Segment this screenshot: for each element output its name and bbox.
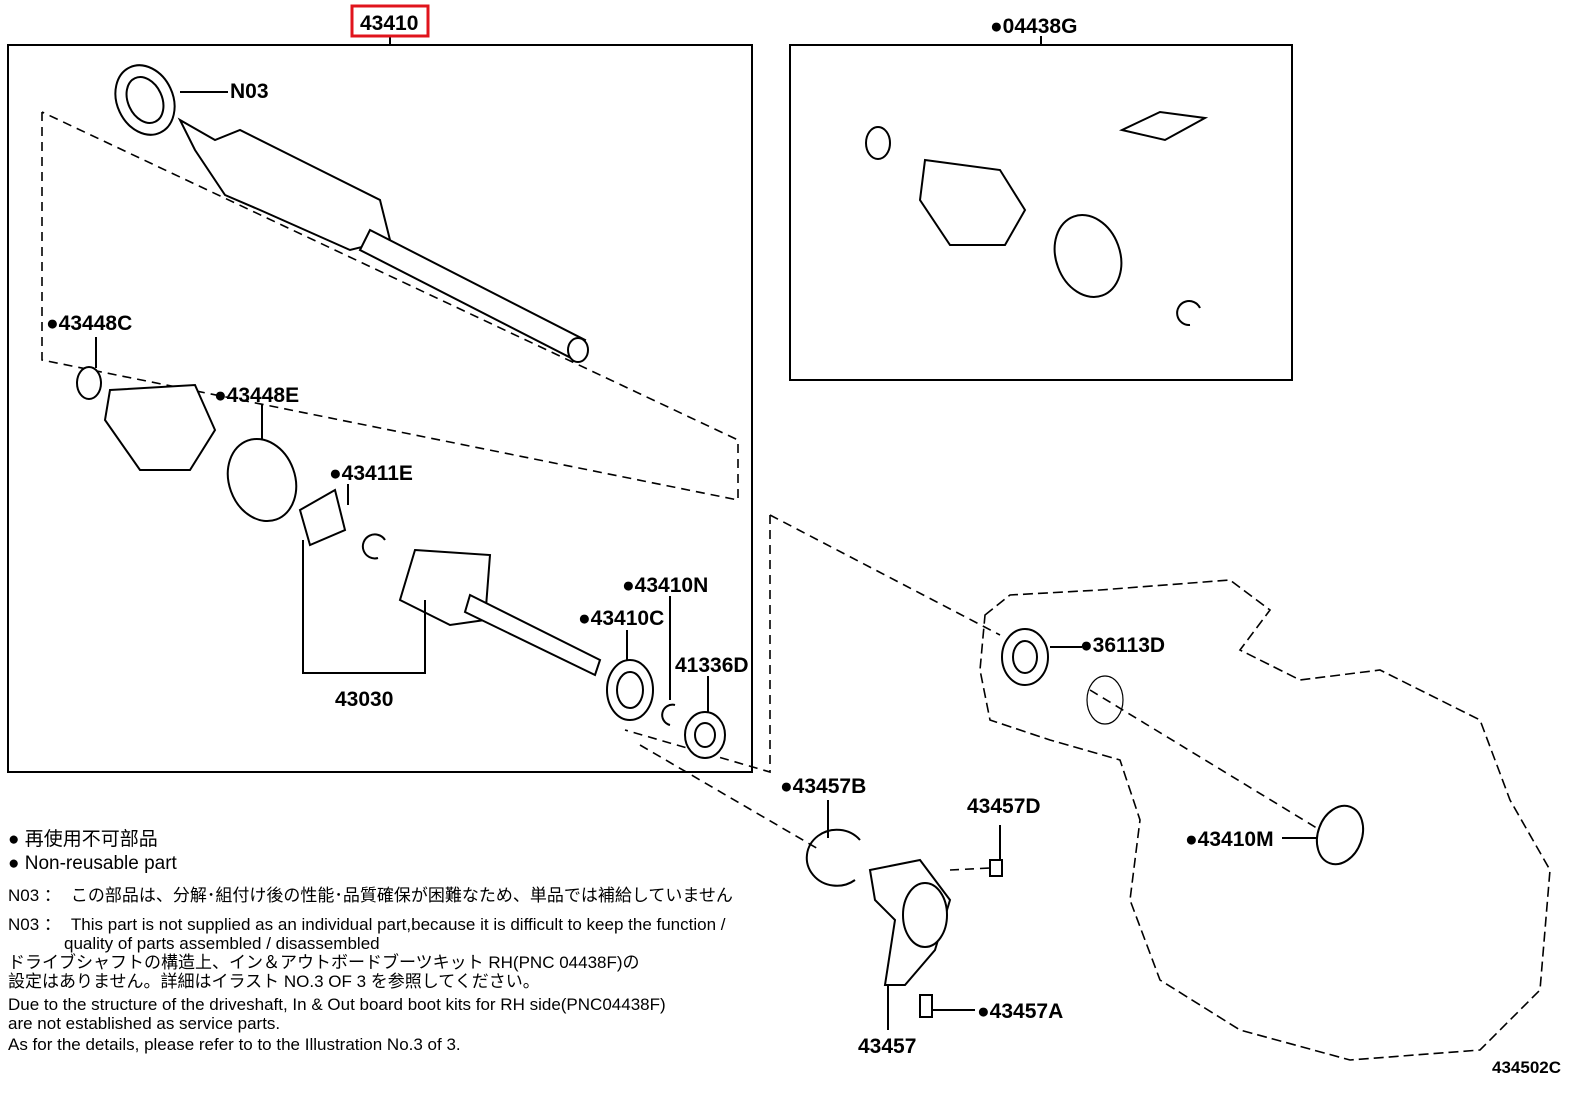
part-label-43410m[interactable]: ●43410M xyxy=(1185,828,1274,851)
n03-note-en-2: quality of parts assembled / disassemble… xyxy=(64,934,380,953)
part-label-43457[interactable]: 43457 xyxy=(858,1035,916,1058)
part-label-43410n[interactable]: ●43410N xyxy=(622,574,708,597)
part-label-43411e[interactable]: ●43411E xyxy=(329,462,413,485)
part-label-43448e[interactable]: ●43448E xyxy=(214,384,299,407)
driveshaft-assembly xyxy=(114,64,589,363)
legend-en: ● Non-reusable part xyxy=(8,853,177,874)
illustration-number: 434502C xyxy=(1492,1058,1562,1077)
rh-note-jp-1: ドライブシャフトの構造上、イン＆アウトボードブーツキット RH(PNC 0443… xyxy=(8,953,640,972)
boot-kit-parts xyxy=(865,110,1209,327)
part-label-43457a[interactable]: ●43457A xyxy=(977,1000,1063,1023)
part-label-43457d[interactable]: 43457D xyxy=(967,795,1041,818)
part-label-n03[interactable]: N03 xyxy=(230,80,269,103)
part-label-43448c[interactable]: ●43448C xyxy=(46,312,132,335)
part-label-43457b[interactable]: ●43457B xyxy=(780,775,866,798)
inboard-parts xyxy=(76,337,726,759)
n03-note-en-1: This part is not supplied as an individu… xyxy=(70,915,726,934)
part-label-43410[interactable]: 43410 xyxy=(360,12,418,35)
rh-note-en-2: are not established as service parts. xyxy=(8,1014,281,1033)
n03-note-jp: この部品は、分解･組付け後の性能･品質確保が困難なため、単品では補給していません xyxy=(70,886,733,905)
part-label-41336d[interactable]: 41336D xyxy=(675,654,749,677)
rh-note-en-3: As for the details, please refer to to t… xyxy=(8,1035,461,1054)
part-label-43030[interactable]: 43030 xyxy=(335,688,393,711)
part-label-43410c[interactable]: ●43410C xyxy=(578,607,664,630)
bracket-parts xyxy=(805,800,1003,1030)
n03-code: N03 ： xyxy=(8,886,61,905)
assembly-box xyxy=(7,44,753,773)
rh-note-en-1: Due to the structure of the driveshaft, … xyxy=(8,995,666,1014)
part-label-36113d[interactable]: ●36113D xyxy=(1080,634,1165,657)
highlight-box xyxy=(350,4,430,38)
rh-note-jp-2: 設定はありません。詳細はイラスト NO.3 OF 3 を参照してください。 xyxy=(8,972,540,991)
transaxle-outline xyxy=(979,579,1551,1061)
n03-code-en: N03 ： xyxy=(8,915,61,934)
legend-jp: ● 再使用不可部品 xyxy=(8,829,158,850)
part-label-04438g[interactable]: ●04438G xyxy=(990,15,1077,38)
boot-kit-box xyxy=(789,44,1293,381)
notes-section: ● 再使用不可部品 ● Non-reusable part N03 ： この部品… xyxy=(8,828,798,1054)
